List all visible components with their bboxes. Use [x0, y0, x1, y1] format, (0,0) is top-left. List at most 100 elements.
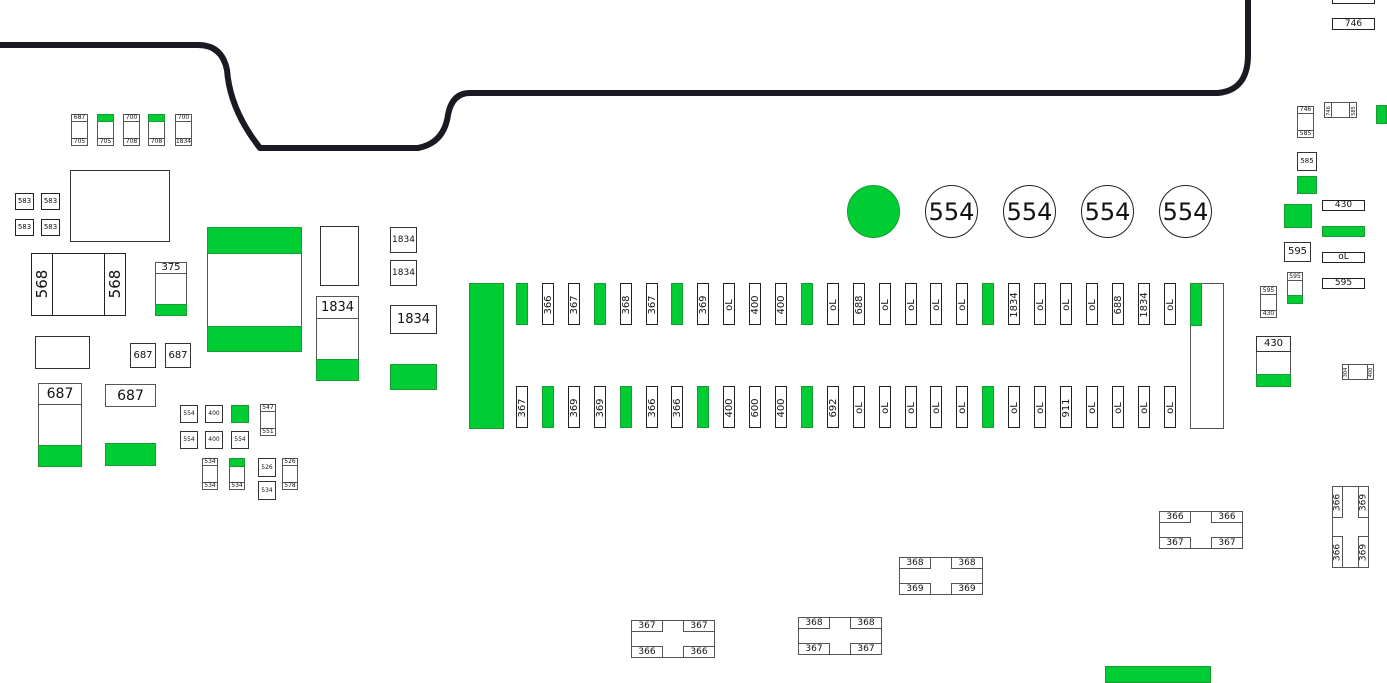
connector-pin[interactable]: 400: [775, 283, 787, 325]
connector-pin[interactable]: 367: [645, 283, 658, 325]
component-400[interactable]: 400: [205, 431, 223, 449]
connector-pin[interactable]: 911: [1059, 386, 1072, 428]
connector-pin[interactable]: oL: [1137, 386, 1150, 428]
connector-pin[interactable]: oL: [1111, 386, 1124, 428]
component-400[interactable]: 400: [205, 405, 223, 423]
connector-pin[interactable]: oL: [878, 386, 891, 428]
connector-pin[interactable]: oL: [723, 283, 736, 325]
connector-pin[interactable]: oL: [956, 283, 969, 325]
component-1834-tall[interactable]: 1834: [316, 296, 359, 381]
connector-pin[interactable]: 1834: [1137, 283, 1150, 325]
connector-pin[interactable]: oL: [930, 386, 943, 428]
connector-pin[interactable]: 367: [567, 283, 580, 325]
component-585[interactable]: 585: [1297, 152, 1317, 171]
component-tiny[interactable]: 304 400: [1342, 364, 1374, 380]
component-526[interactable]: 526: [258, 458, 276, 477]
component-746[interactable]: 746: [1332, 0, 1375, 4]
connector-pin[interactable]: 400: [749, 283, 762, 325]
component-430[interactable]: 430: [1322, 200, 1365, 211]
connector-pin[interactable]: 692: [826, 386, 839, 428]
component-746-585[interactable]: 746 585: [1297, 106, 1314, 138]
component-595-small[interactable]: 595: [1287, 272, 1303, 304]
connector-pin[interactable]: 688: [1111, 283, 1124, 325]
component-1834[interactable]: 1834: [390, 227, 417, 253]
connector-pin[interactable]: 1834: [1008, 283, 1021, 325]
component-circle-554[interactable]: 554: [1081, 185, 1134, 238]
component-554[interactable]: 554: [231, 431, 249, 449]
component-1834[interactable]: 1834: [390, 260, 417, 286]
component-oL[interactable]: oL: [1322, 252, 1365, 263]
connector-pin[interactable]: 367: [516, 386, 528, 428]
connector-pin[interactable]: oL: [1085, 283, 1098, 325]
component-inductor[interactable]: [207, 227, 302, 352]
component-554[interactable]: 554: [180, 405, 198, 423]
connector-pin[interactable]: oL: [904, 283, 917, 325]
connector-pin[interactable]: oL: [930, 283, 943, 325]
connector-pin[interactable]: oL: [1163, 283, 1176, 325]
component-595-430[interactable]: 595 430: [1260, 286, 1277, 318]
component-687[interactable]: 687: [105, 384, 156, 407]
component-547-551[interactable]: 547 551: [260, 404, 276, 436]
green-via-pad[interactable]: [847, 185, 900, 238]
component-430-tall[interactable]: 430: [1256, 336, 1291, 387]
component-empty[interactable]: [35, 336, 90, 369]
component-583[interactable]: 583: [15, 193, 34, 210]
connector-pin[interactable]: oL: [1034, 283, 1046, 325]
connector-pin[interactable]: oL: [956, 386, 969, 428]
connector-pin[interactable]: oL: [904, 386, 917, 428]
connector-pin[interactable]: 400: [775, 386, 787, 428]
connector-pin[interactable]: 369: [567, 386, 580, 428]
component-526-578[interactable]: 526 578: [282, 458, 298, 490]
component-595[interactable]: 595: [1284, 242, 1311, 262]
component-1834[interactable]: 1834: [390, 305, 437, 334]
component-534[interactable]: 534: [229, 458, 245, 490]
component-empty[interactable]: [320, 226, 359, 286]
component-687-tall[interactable]: 687: [38, 383, 82, 467]
connector-pin[interactable]: 366: [541, 283, 554, 325]
connector-pin[interactable]: oL: [1034, 386, 1046, 428]
component-746-585-side[interactable]: 746 585: [1324, 102, 1357, 118]
connector-pin[interactable]: 366: [671, 386, 684, 428]
component-746[interactable]: 746: [1332, 18, 1375, 30]
connector-pin[interactable]: oL: [1059, 283, 1072, 325]
component-ic-block[interactable]: [70, 170, 170, 242]
component-687[interactable]: 687: [130, 343, 156, 368]
component-circle-554[interactable]: 554: [1159, 185, 1212, 238]
component-small-0402[interactable]: 708: [148, 114, 165, 146]
connector-pin[interactable]: oL: [826, 283, 839, 325]
component-534[interactable]: 534: [258, 481, 276, 500]
connector-pin[interactable]: oL: [1085, 386, 1098, 428]
component-534[interactable]: 534 534: [202, 458, 218, 490]
connector-pin[interactable]: 369: [593, 386, 606, 428]
connector-pin[interactable]: 688: [852, 283, 865, 325]
connector-pin[interactable]: oL: [1008, 386, 1021, 428]
component-583[interactable]: 583: [41, 219, 60, 236]
component-568[interactable]: 568 568: [31, 253, 126, 316]
pin-label: oL: [853, 402, 865, 414]
connector-pin[interactable]: oL: [878, 283, 891, 325]
connector-pin[interactable]: 600: [749, 386, 762, 428]
component-583[interactable]: 583: [41, 193, 60, 210]
connector-pin[interactable]: 400: [723, 386, 736, 428]
connector-pin[interactable]: oL: [852, 386, 865, 428]
connector-pin[interactable]: oL: [1163, 386, 1176, 428]
connector-pin[interactable]: 368: [619, 283, 632, 325]
component-687[interactable]: 687: [165, 343, 191, 368]
component-554[interactable]: 554: [180, 431, 198, 449]
component-vertical-cross[interactable]: 366 369 366 369: [1332, 486, 1369, 568]
component-circle-554[interactable]: 554: [925, 185, 978, 238]
component-small-0402[interactable]: 705: [97, 114, 114, 146]
component-circle-554[interactable]: 554: [1003, 185, 1056, 238]
connector-pin[interactable]: 366: [645, 386, 658, 428]
component-583[interactable]: 583: [15, 219, 34, 236]
component-595[interactable]: 595: [1322, 278, 1365, 289]
component-375[interactable]: 375: [155, 262, 187, 316]
connector-pin[interactable]: 369: [697, 283, 710, 325]
